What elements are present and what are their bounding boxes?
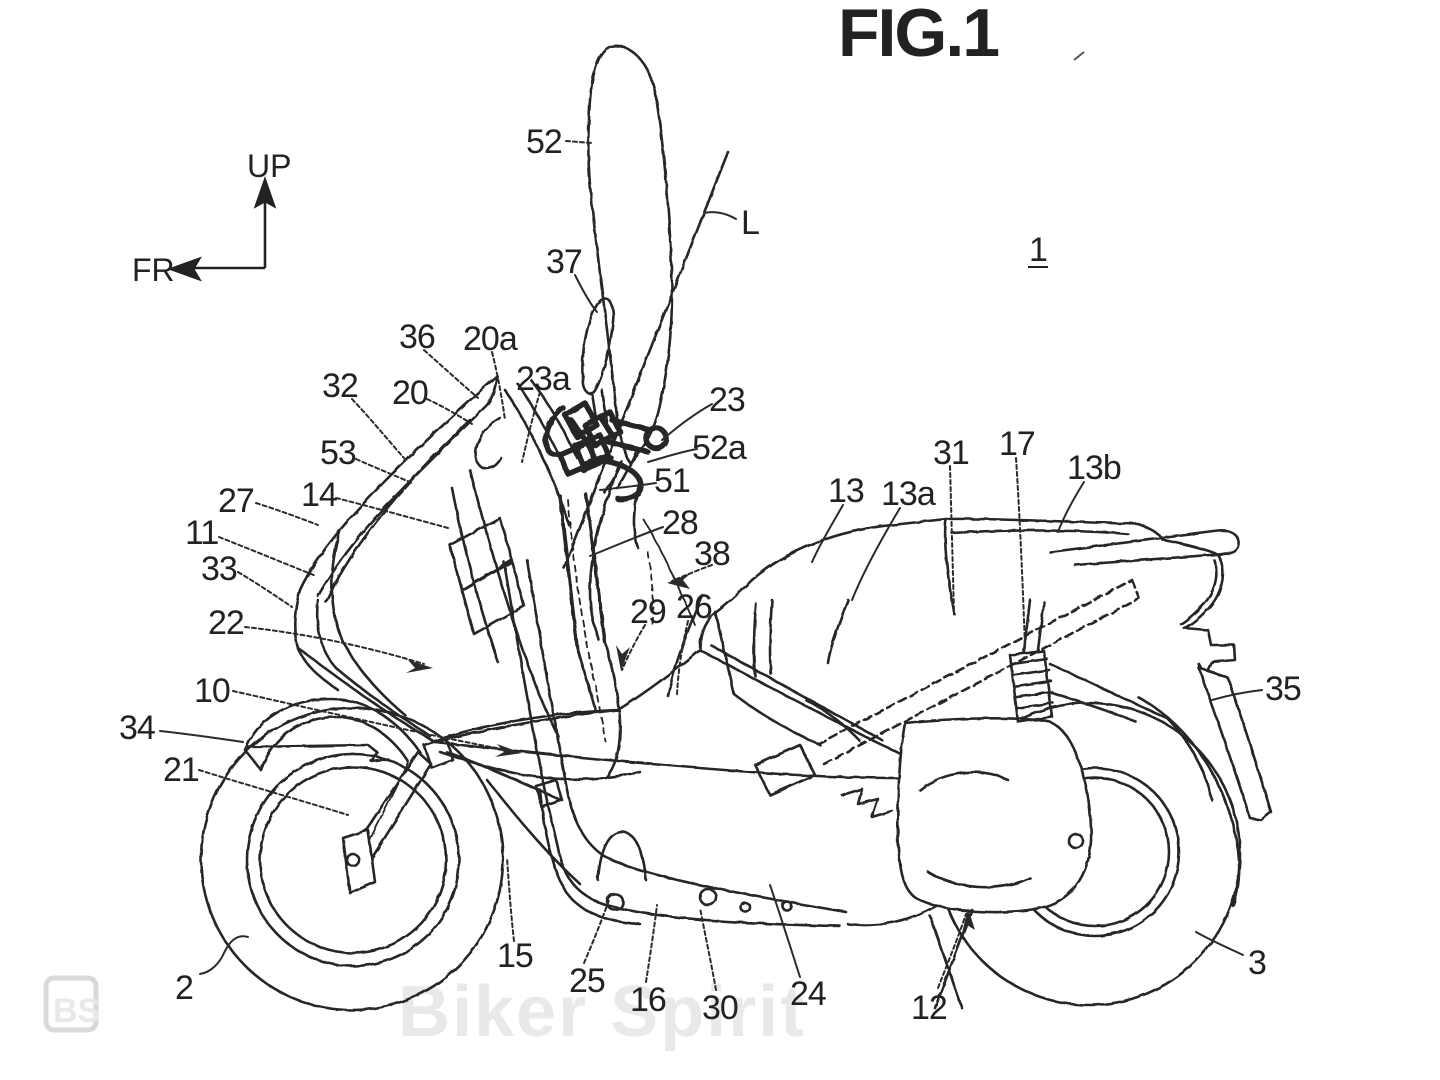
svg-text:UP: UP [247, 148, 291, 184]
svg-text:35: 35 [1265, 670, 1301, 708]
svg-text:16: 16 [630, 981, 666, 1019]
svg-text:24: 24 [790, 975, 826, 1013]
svg-text:FR: FR [132, 252, 175, 288]
svg-text:14: 14 [301, 476, 337, 514]
svg-text:3: 3 [1248, 944, 1266, 982]
svg-text:36: 36 [399, 318, 435, 356]
svg-text:1: 1 [1029, 231, 1047, 269]
svg-text:L: L [741, 204, 759, 242]
svg-text:22: 22 [208, 604, 244, 642]
svg-text:23: 23 [709, 381, 745, 419]
svg-text:52: 52 [526, 123, 562, 161]
svg-text:27: 27 [218, 482, 254, 520]
svg-text:25: 25 [569, 962, 605, 1000]
svg-text:13: 13 [828, 472, 864, 510]
svg-text:FIG.1: FIG.1 [838, 0, 998, 71]
svg-text:17: 17 [999, 425, 1035, 463]
svg-text:29: 29 [630, 593, 666, 631]
svg-text:11: 11 [185, 514, 218, 552]
svg-text:30: 30 [702, 989, 738, 1027]
svg-text:34: 34 [119, 709, 155, 747]
svg-text:26: 26 [676, 588, 712, 626]
svg-text:23a: 23a [516, 360, 571, 398]
svg-text:13b: 13b [1067, 449, 1121, 487]
svg-text:31: 31 [933, 434, 969, 472]
svg-text:52a: 52a [692, 429, 747, 467]
svg-text:13a: 13a [881, 475, 936, 513]
svg-text:12: 12 [911, 989, 947, 1027]
svg-text:37: 37 [546, 243, 582, 281]
svg-text:32: 32 [322, 367, 358, 405]
svg-text:BS: BS [53, 992, 100, 1030]
svg-text:53: 53 [320, 434, 356, 472]
svg-text:33: 33 [201, 550, 237, 588]
svg-text:38: 38 [694, 535, 730, 573]
svg-text:Biker Spirit: Biker Spirit [398, 972, 806, 1052]
svg-text:28: 28 [662, 504, 698, 542]
svg-text:21: 21 [163, 751, 199, 789]
svg-text:2: 2 [175, 969, 193, 1007]
svg-text:20: 20 [392, 374, 428, 412]
svg-text:15: 15 [497, 937, 533, 975]
svg-text:51: 51 [654, 462, 690, 500]
svg-text:20a: 20a [463, 320, 518, 358]
svg-text:10: 10 [194, 672, 230, 710]
